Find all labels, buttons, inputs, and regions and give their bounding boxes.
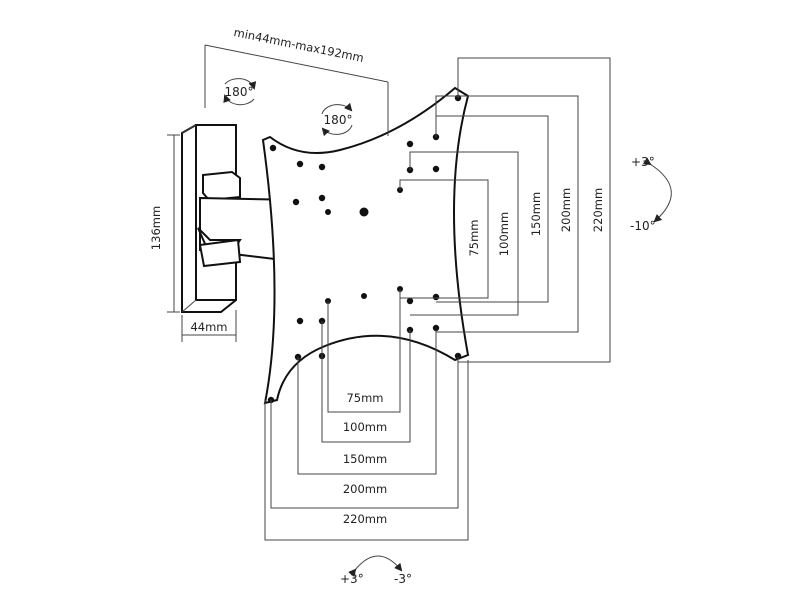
rotation-left-label: +3° bbox=[340, 572, 364, 586]
vesa-horizontal-label-75: 75mm bbox=[346, 391, 383, 405]
vesa-vertical-label-150: 150mm bbox=[529, 192, 543, 236]
wall-plate-height-dimension: 136mm bbox=[149, 134, 180, 313]
tilt-up-label: +3° bbox=[631, 155, 655, 169]
swivel-right-label: 180° bbox=[324, 113, 353, 127]
vesa-vertical-dimensions: 75mm 100mm 150mm 200mm 220mm bbox=[399, 57, 611, 363]
wall-plate-width-label: 44mm bbox=[190, 320, 227, 334]
vesa-plate bbox=[261, 86, 470, 405]
arm-extension-dimension: min44mm-max192mm bbox=[204, 25, 389, 136]
vesa-horizontal-label-150: 150mm bbox=[343, 452, 387, 466]
vesa-vertical-label-200: 200mm bbox=[559, 188, 573, 232]
swivel-left-symbol: 180° bbox=[223, 78, 257, 106]
vesa-horizontal-dimensions: 75mm 100mm 150mm 200mm 220mm bbox=[264, 289, 469, 541]
vesa-horizontal-label-200: 200mm bbox=[343, 482, 387, 496]
rotation-symbol: +3° -3° bbox=[340, 555, 412, 586]
vesa-horizontal-label-100: 100mm bbox=[343, 420, 387, 434]
arm-extension-label: min44mm-max192mm bbox=[233, 25, 365, 65]
tilt-symbol: +3° -10° bbox=[630, 155, 672, 233]
swivel-left-label: 180° bbox=[225, 85, 254, 99]
vesa-vertical-label-75: 75mm bbox=[467, 219, 481, 256]
tilt-down-label: -10° bbox=[630, 219, 656, 233]
vesa-vertical-label-220: 220mm bbox=[591, 188, 605, 232]
vesa-vertical-label-100: 100mm bbox=[497, 212, 511, 256]
rotation-right-label: -3° bbox=[394, 572, 412, 586]
vesa-horizontal-label-220: 220mm bbox=[343, 512, 387, 526]
wall-plate-width-dimension: 44mm bbox=[181, 310, 237, 342]
wall-plate-height-label: 136mm bbox=[149, 206, 163, 250]
swivel-right-symbol: 180° bbox=[321, 102, 353, 137]
